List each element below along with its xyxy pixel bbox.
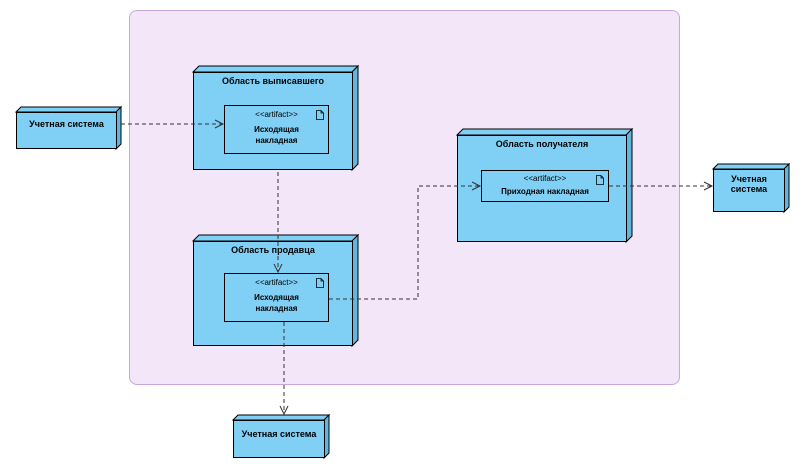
artifact-outgoing-invoice-issuer[interactable]: <<artifact>> Исходящая накладная [224, 105, 329, 154]
node-accounting-left[interactable]: Учетная система [14, 105, 123, 151]
artifact-name-line2: накладная [255, 136, 298, 145]
node-depth [191, 64, 360, 172]
artifact-name-line1: Исходящая [254, 125, 299, 134]
node-accounting-bottom[interactable]: Учетная система [231, 413, 331, 460]
node-title: Область продавца [231, 245, 315, 255]
document-icon [596, 175, 604, 185]
arrowhead [703, 181, 714, 191]
node-title: Учетная система [29, 119, 104, 129]
node-accounting-right[interactable]: Учетная система [711, 162, 791, 214]
artifact-name-line1: Исходящая [254, 293, 299, 302]
arrow-seller-to-receiver [329, 185, 480, 300]
document-icon [316, 278, 324, 288]
arrowhead [279, 405, 289, 416]
arrowhead [273, 263, 283, 274]
node-face [713, 169, 785, 212]
node-title: Учетная система [730, 174, 768, 194]
node-title: Учетная система [241, 429, 317, 439]
arrowhead [471, 181, 482, 191]
node-title: Область выписавшего [222, 76, 324, 86]
artifact-name-line2: накладная [255, 304, 298, 313]
node-depth [191, 233, 360, 348]
node-face [233, 420, 325, 458]
node-face [16, 112, 117, 149]
node-depth [455, 127, 634, 244]
node-depth [14, 105, 123, 151]
artifact-stereotype: <<artifact>> [523, 174, 567, 183]
artifact-name: Приходная накладная [501, 187, 589, 196]
node-title: Область получателя [495, 139, 589, 149]
artifact-outgoing-invoice-seller[interactable]: <<artifact>> Исходящая накладная [224, 273, 329, 322]
artifact-stereotype: <<artifact>> [255, 278, 298, 287]
artifact-incoming-invoice[interactable]: <<artifact>> Приходная накладная [481, 170, 609, 202]
document-icon [316, 110, 324, 120]
artifact-stereotype: <<artifact>> [255, 110, 298, 119]
arrowhead [214, 119, 225, 129]
